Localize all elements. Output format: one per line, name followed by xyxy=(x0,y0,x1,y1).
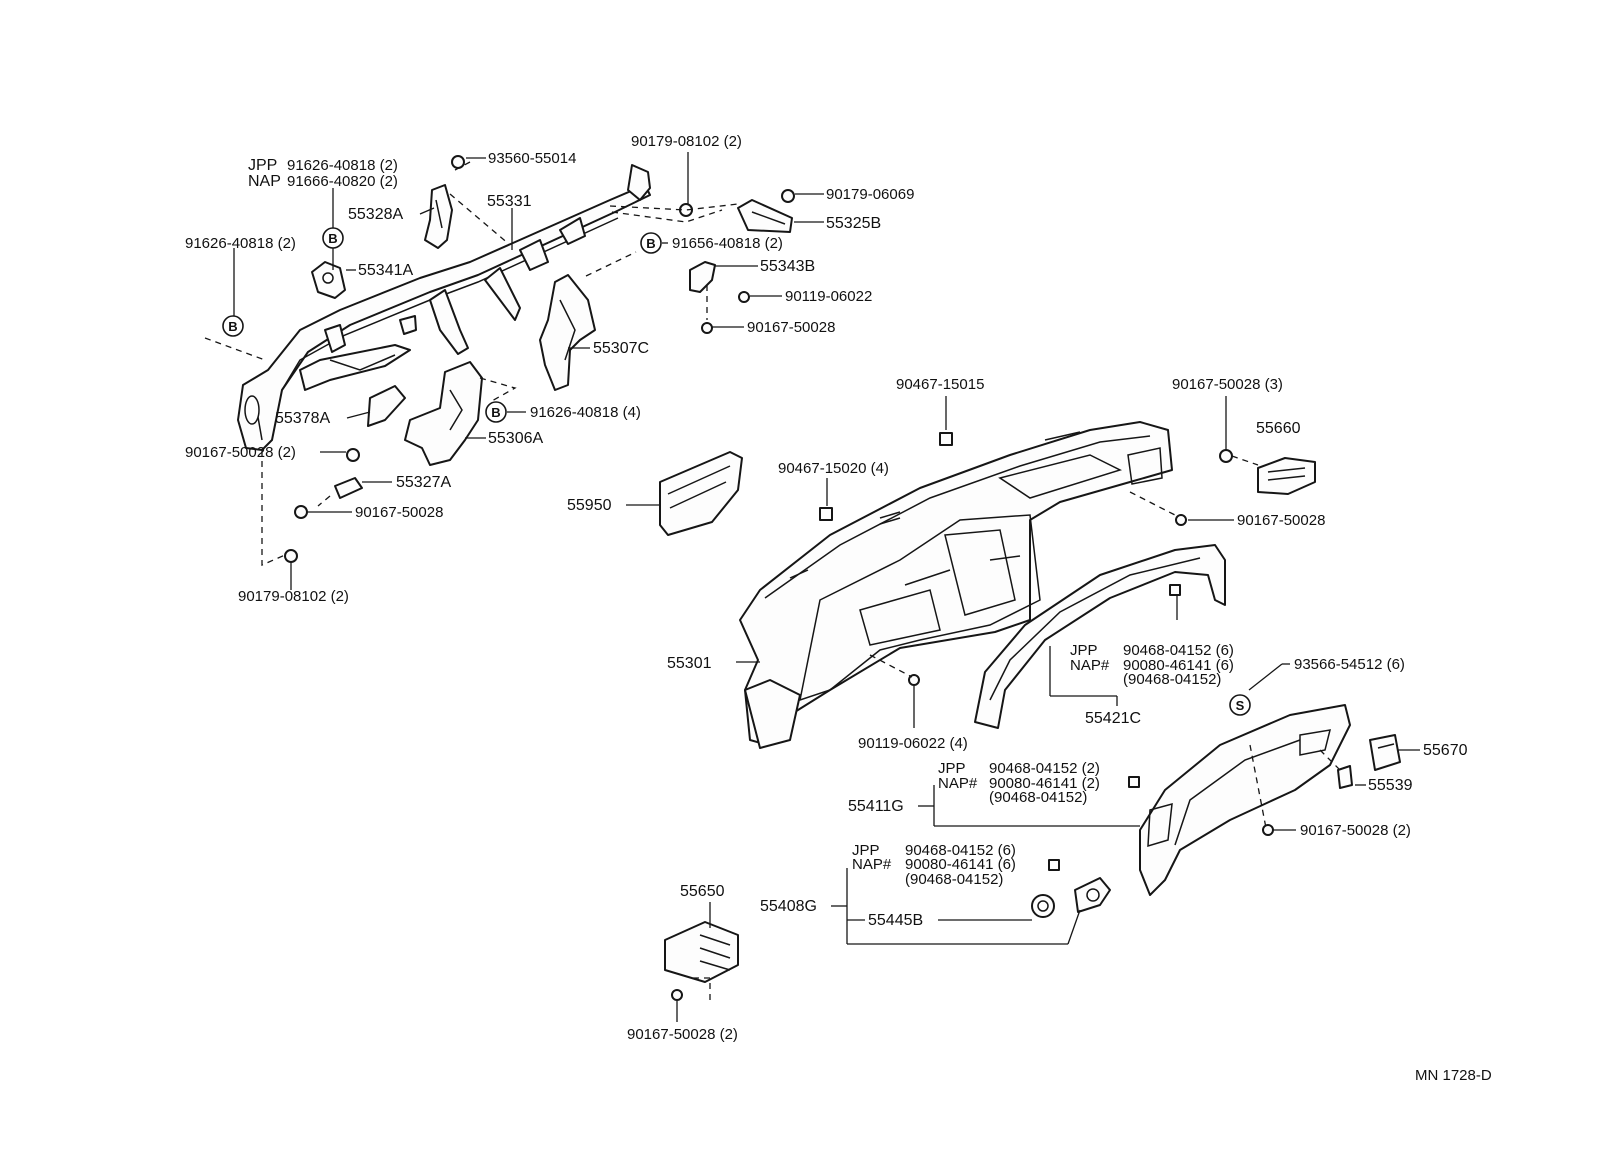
label-90167-50028-2-left: 90167-50028 (2) xyxy=(185,444,296,461)
duct-55950 xyxy=(659,451,743,536)
label-90179-06069: 90179-06069 xyxy=(826,186,914,203)
label-alt-part-b: (90468-04152) xyxy=(1123,671,1221,688)
trim-55421c xyxy=(974,544,1226,729)
label-55343b: 55343B xyxy=(760,258,815,275)
label-93566-54512: 93566-54512 (6) xyxy=(1294,656,1405,673)
panel-55408g xyxy=(1031,877,1111,918)
label-nap-part-d: 90080-46141 (6) xyxy=(905,856,1016,873)
diagram-code: MN 1728-D xyxy=(1415,1067,1492,1084)
label-jpp-part-b: 90468-04152 (6) xyxy=(1123,642,1234,659)
label-jpp-b: JPP xyxy=(1070,642,1098,659)
marker-b-2: B xyxy=(222,315,244,337)
label-jpp-part-d: 90468-04152 (6) xyxy=(905,842,1016,859)
label-91656-40818: 91656-40818 (2) xyxy=(672,235,783,252)
label-90167-50028-right: 90167-50028 xyxy=(1237,512,1325,529)
label-55307c: 55307C xyxy=(593,340,649,357)
marker-b-1-label: B xyxy=(328,231,337,246)
marker-s-label: S xyxy=(1236,698,1245,713)
register-55660 xyxy=(1257,457,1316,495)
label-55670: 55670 xyxy=(1423,742,1468,759)
label-55421c: 55421C xyxy=(1085,710,1141,727)
label-90167-50028-2-right: 90167-50028 (2) xyxy=(1300,822,1411,839)
label-55650: 55650 xyxy=(680,883,725,900)
cover-55539 xyxy=(1337,765,1353,789)
label-93560-55014: 93560-55014 xyxy=(488,150,576,167)
marker-b-3: B xyxy=(640,232,662,254)
label-55306a: 55306A xyxy=(488,430,543,447)
marker-b-4: B xyxy=(485,401,507,423)
label-90167-50028-2-bottom: 90167-50028 (2) xyxy=(627,1026,738,1043)
label-55331: 55331 xyxy=(487,193,532,210)
label-nap-part-a: 91666-40820 (2) xyxy=(287,173,398,190)
label-55950: 55950 xyxy=(567,497,612,514)
label-90467-15020: 90467-15020 (4) xyxy=(778,460,889,477)
label-55411g: 55411G xyxy=(848,798,904,815)
label-55327a: 55327A xyxy=(396,474,451,491)
bracket-55328a xyxy=(424,184,453,249)
label-jpp-d: JPP xyxy=(852,842,880,859)
label-nap-c: NAP# xyxy=(938,775,978,792)
label-nap-part-b: 90080-46141 (6) xyxy=(1123,657,1234,674)
marker-b-2-label: B xyxy=(228,319,237,334)
bracket-55327a xyxy=(334,477,363,499)
bracket-55341a xyxy=(311,261,346,299)
label-55378a: 55378A xyxy=(275,410,330,427)
cluster-panel-55411g xyxy=(1139,704,1351,896)
instrument-panel-55301 xyxy=(739,421,1173,749)
label-alt-part-d: (90468-04152) xyxy=(905,871,1003,888)
label-jpp-c: JPP xyxy=(938,760,966,777)
label-nap-b: NAP# xyxy=(1070,657,1110,674)
label-90467-15015: 90467-15015 xyxy=(896,376,984,393)
label-nap-d: NAP# xyxy=(852,856,892,873)
fasteners xyxy=(284,155,1274,1001)
marker-b-3-label: B xyxy=(646,236,655,251)
label-90167-50028-left2: 90167-50028 xyxy=(355,504,443,521)
label-55341a: 55341A xyxy=(358,262,413,279)
marker-b-1: B xyxy=(322,227,344,249)
label-90167-50028-3: 90167-50028 (3) xyxy=(1172,376,1283,393)
reinforcement-55331 xyxy=(237,164,651,451)
label-55539: 55539 xyxy=(1368,777,1413,794)
label-90119-06022-top: 90119-06022 xyxy=(785,288,872,305)
label-90179-08102-bottom: 90179-08102 (2) xyxy=(238,588,349,605)
label-91626-40818-left: 91626-40818 (2) xyxy=(185,235,296,252)
label-90167-50028-top: 90167-50028 xyxy=(747,319,835,336)
label-55445b: 55445B xyxy=(868,912,923,929)
label-90179-08102-top: 90179-08102 (2) xyxy=(631,133,742,150)
register-55650 xyxy=(664,921,739,983)
label-91626-40818-4: 91626-40818 (4) xyxy=(530,404,641,421)
marker-s: S xyxy=(1229,694,1251,716)
brace-55307c xyxy=(539,274,596,391)
label-jpp-a: JPP xyxy=(248,157,277,174)
bracket-55378a xyxy=(367,385,406,427)
label-55328a: 55328A xyxy=(348,206,403,223)
label-alt-part-c: (90468-04152) xyxy=(989,789,1087,806)
label-jpp-part-c: 90468-04152 (2) xyxy=(989,760,1100,777)
label-55408g: 55408G xyxy=(760,898,817,915)
dashed-lines xyxy=(204,161,1341,1000)
bracket-55325b xyxy=(737,199,793,233)
label-55660: 55660 xyxy=(1256,420,1301,437)
label-90119-06022-4: 90119-06022 (4) xyxy=(858,735,968,752)
label-nap-a: NAP xyxy=(248,173,281,190)
leader-lines xyxy=(233,152,1420,1022)
marker-b-4-label: B xyxy=(491,405,500,420)
switch-55670 xyxy=(1369,734,1401,771)
bracket-55343b xyxy=(689,261,716,293)
brace-55306a xyxy=(404,361,483,466)
label-jpp-part-a: 91626-40818 (2) xyxy=(287,157,398,174)
label-nap-part-c: 90080-46141 (2) xyxy=(989,775,1100,792)
label-55325b: 55325B xyxy=(826,215,881,232)
label-55301: 55301 xyxy=(667,655,712,672)
